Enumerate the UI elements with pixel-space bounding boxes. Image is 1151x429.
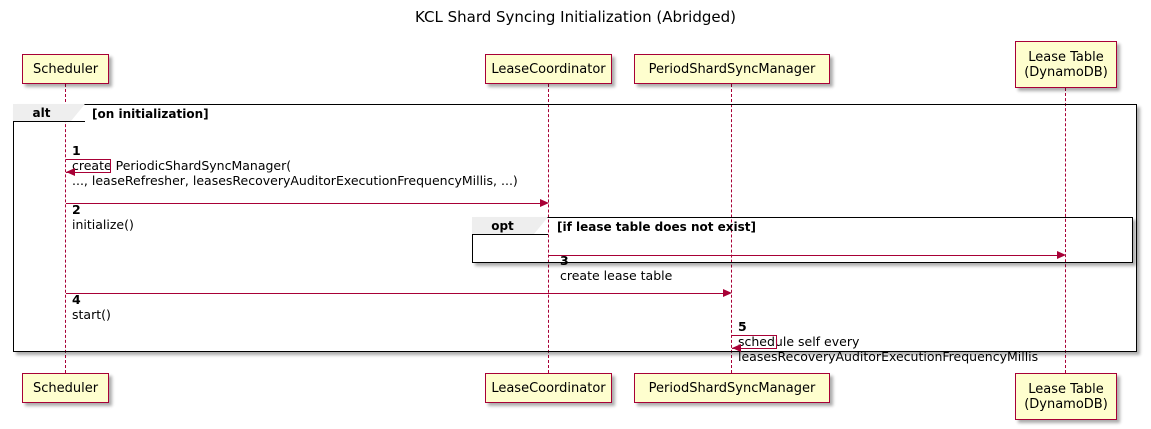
participant-leasetable-bottom[interactable]: Lease Table (DynamoDB) (1015, 373, 1117, 420)
participant-leasecoordinator-top[interactable]: LeaseCoordinator (485, 54, 612, 84)
participant-scheduler-bottom[interactable]: Scheduler (22, 373, 109, 403)
lifeline-periodshardsyncmanager (731, 84, 732, 373)
message-5-self-loop (732, 335, 777, 349)
message-3-label: 3 create lease table (560, 238, 672, 283)
message-5-seq: 5 (738, 319, 747, 334)
fragment-opt-condition: [if lease table does not exist] (557, 220, 757, 234)
message-3-seq: 3 (560, 253, 569, 268)
message-5-arrowhead (732, 344, 741, 352)
message-3-line (549, 255, 1057, 256)
participant-scheduler-top[interactable]: Scheduler (22, 54, 109, 84)
message-3-text: create lease table (560, 268, 673, 283)
fragment-opt-operator: opt (472, 217, 548, 235)
message-2-line (66, 203, 540, 204)
participant-leasecoordinator-bottom[interactable]: LeaseCoordinator (485, 373, 612, 403)
message-2-label: 2 initialize() (72, 187, 134, 232)
participant-periodshardsyncmanager-top[interactable]: PeriodShardSyncManager (634, 54, 830, 84)
message-3-arrowhead (1057, 250, 1066, 259)
participant-leasetable-top[interactable]: Lease Table (DynamoDB) (1015, 41, 1117, 88)
message-4-label: 4 start() (72, 277, 111, 322)
message-5-label: 5 schedule self every leasesRecoveryAudi… (738, 304, 1038, 364)
message-1-seq: 1 (72, 143, 81, 158)
lifeline-scheduler (65, 84, 66, 373)
message-1-arrowhead (66, 168, 75, 176)
fragment-alt-operator: alt (13, 104, 85, 122)
message-1-label: 1 create PeriodicShardSyncManager( ..., … (72, 128, 518, 188)
message-1-self-loop (66, 159, 111, 173)
message-2-text: initialize() (72, 217, 134, 232)
fragment-opt (472, 217, 1133, 263)
message-1-text: create PeriodicShardSyncManager( ..., le… (72, 158, 518, 188)
participant-periodshardsyncmanager-bottom[interactable]: PeriodShardSyncManager (634, 373, 830, 403)
message-4-line (66, 293, 723, 294)
lifeline-leasecoordinator (548, 84, 549, 373)
message-4-text: start() (72, 307, 111, 322)
message-2-arrowhead (540, 198, 549, 207)
fragment-alt (13, 104, 1137, 352)
page-title: KCL Shard Syncing Initialization (Abridg… (415, 8, 736, 26)
message-5-text: schedule self every leasesRecoveryAudito… (738, 334, 1039, 364)
message-4-seq: 4 (72, 292, 81, 307)
lifeline-leasetable (1065, 88, 1066, 373)
message-4-arrowhead (723, 288, 732, 297)
fragment-alt-condition: [on initialization] (92, 107, 209, 121)
message-2-seq: 2 (72, 202, 81, 217)
